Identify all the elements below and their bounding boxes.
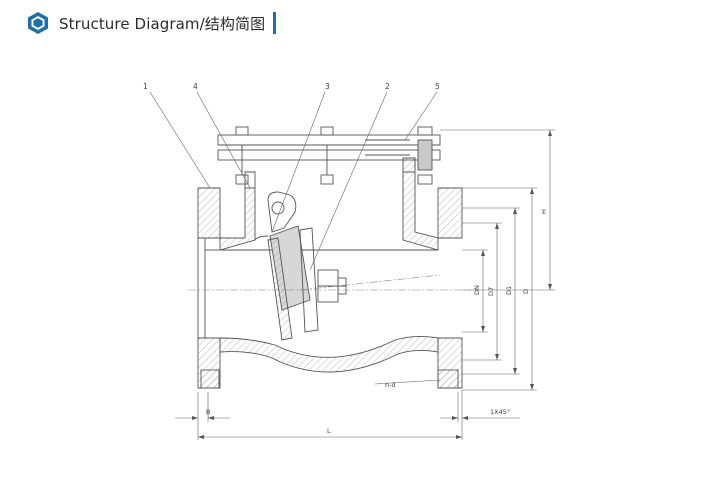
dim-d: D <box>522 289 530 294</box>
callout-leaders <box>149 91 441 385</box>
callout-1: 1 <box>143 82 148 91</box>
valve-body <box>197 157 463 389</box>
callout-5: 5 <box>435 82 440 91</box>
bonnet-cover <box>217 126 441 185</box>
bolt-2 <box>320 126 334 185</box>
dim-d1: D1 <box>505 286 513 295</box>
hexagon-icon <box>28 12 48 34</box>
disc-assembly <box>267 191 347 341</box>
dim-dn: DN <box>473 285 481 295</box>
dim-l: L <box>327 427 331 435</box>
callout-labels: 1 4 3 2 5 <box>143 82 440 91</box>
title-accent-bar <box>273 12 277 34</box>
dim-d7: D7 <box>487 287 495 296</box>
dim-h: H <box>540 209 548 214</box>
callout-2: 2 <box>385 82 390 91</box>
dim-chamfer: 1X45° <box>490 408 510 416</box>
dim-nd: n-d <box>385 381 396 389</box>
dimension-labels: DN D7 D1 D H B L n-d 1X45° <box>206 209 548 435</box>
section-header: Structure Diagram/结构简图 <box>27 10 277 36</box>
bolt-1 <box>235 126 249 185</box>
centerlines <box>188 274 470 291</box>
callout-3: 3 <box>325 82 330 91</box>
bolt-3 <box>417 126 433 185</box>
dimension-arrows <box>192 130 552 439</box>
dimension-lines <box>175 129 555 440</box>
dim-b: B <box>206 408 210 416</box>
callout-4: 4 <box>193 82 198 91</box>
section-title: Structure Diagram/结构简图 <box>59 14 266 33</box>
